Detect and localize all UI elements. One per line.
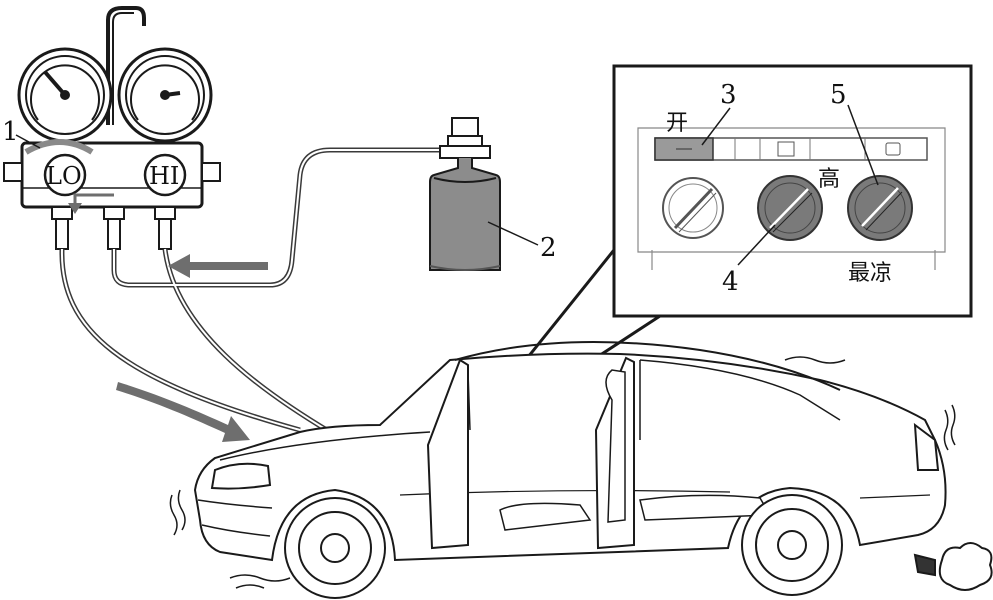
high-gauge-label: HI xyxy=(149,162,179,190)
callout-2-label: 2 xyxy=(540,233,557,263)
callout-3-leader xyxy=(701,107,731,146)
ac-switch-on-label: 开 xyxy=(666,111,688,136)
flow-arrow-refrigerant-in xyxy=(168,254,268,278)
callout-5-label: 5 xyxy=(830,80,847,110)
temp-coldest-label: 最凉 xyxy=(848,261,892,286)
car-body xyxy=(193,352,947,562)
callout-1-leader xyxy=(15,134,41,149)
low-gauge-needle xyxy=(43,70,67,97)
callout-5-leader xyxy=(847,104,879,186)
flow-arrow-to-car xyxy=(116,382,250,442)
manifold-hook xyxy=(106,6,146,125)
temperature-knob xyxy=(847,175,913,241)
exhaust-smoke xyxy=(913,542,993,591)
high-pressure-gauge xyxy=(117,47,213,143)
low-gauge-label: LO xyxy=(46,162,82,190)
mode-knob xyxy=(662,177,724,239)
car-wheels xyxy=(284,494,843,599)
car xyxy=(193,341,947,562)
callout-1-label: 1 xyxy=(2,117,19,147)
dashboard-inset xyxy=(612,64,973,318)
manifold-gauge-set xyxy=(3,6,221,250)
front-wheel xyxy=(284,497,386,599)
car-rear-seat xyxy=(499,369,626,531)
low-side-hose xyxy=(59,248,301,433)
callout-4-label: 4 xyxy=(722,267,739,297)
callout-2-leader xyxy=(487,221,539,246)
low-side-valve-knob xyxy=(24,139,94,155)
callout-4-leader xyxy=(737,224,776,266)
fan-high-label: 高 xyxy=(818,167,840,192)
fan-speed-knob xyxy=(757,175,823,241)
rear-wheel xyxy=(741,494,843,596)
flow-arrows xyxy=(116,254,268,442)
car-front-door xyxy=(426,358,469,550)
refrigerant-cylinder xyxy=(429,117,501,271)
car-headlight xyxy=(210,462,272,490)
callout-3-label: 3 xyxy=(720,80,737,110)
low-pressure-gauge xyxy=(17,47,113,143)
vibration-marks xyxy=(169,356,956,589)
